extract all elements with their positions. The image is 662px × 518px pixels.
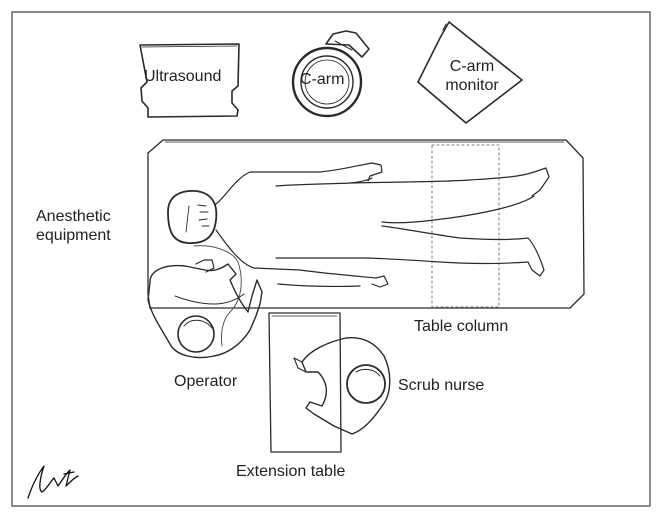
extension-table-label: Extension table xyxy=(236,463,346,480)
signature-mark xyxy=(27,465,79,499)
scrub-nurse-figure xyxy=(293,337,391,435)
c-arm-monitor-label-line2: monitor xyxy=(445,77,499,94)
anesthetic-equipment-line xyxy=(193,245,242,347)
c-arm-label: C-arm xyxy=(300,71,345,88)
anesthetic-equipment-label-line2: equipment xyxy=(36,227,111,244)
table-column-label: Table column xyxy=(414,318,509,335)
c-arm-monitor-label-line1: C-arm xyxy=(449,58,495,75)
anesthetic-equipment-label-line1: Anesthetic xyxy=(36,208,111,225)
c-arm-monitor-unit xyxy=(417,21,523,124)
operating-table xyxy=(147,139,585,309)
ultrasound-unit xyxy=(139,43,240,118)
operator-label: Operator xyxy=(174,373,238,390)
anesthetic-equipment-label: Anesthetic equipment xyxy=(36,207,111,245)
c-arm-monitor-label: C-arm monitor xyxy=(434,57,510,95)
operator-figure xyxy=(147,259,263,359)
extension-table xyxy=(268,312,342,453)
patient-figure xyxy=(167,162,550,288)
c-arm-unit xyxy=(291,30,370,118)
scrub-nurse-label: Scrub nurse xyxy=(398,377,485,394)
table-column-outline xyxy=(431,144,500,308)
outer-frame xyxy=(11,11,651,507)
ultrasound-label: Ultrasound xyxy=(144,68,222,85)
